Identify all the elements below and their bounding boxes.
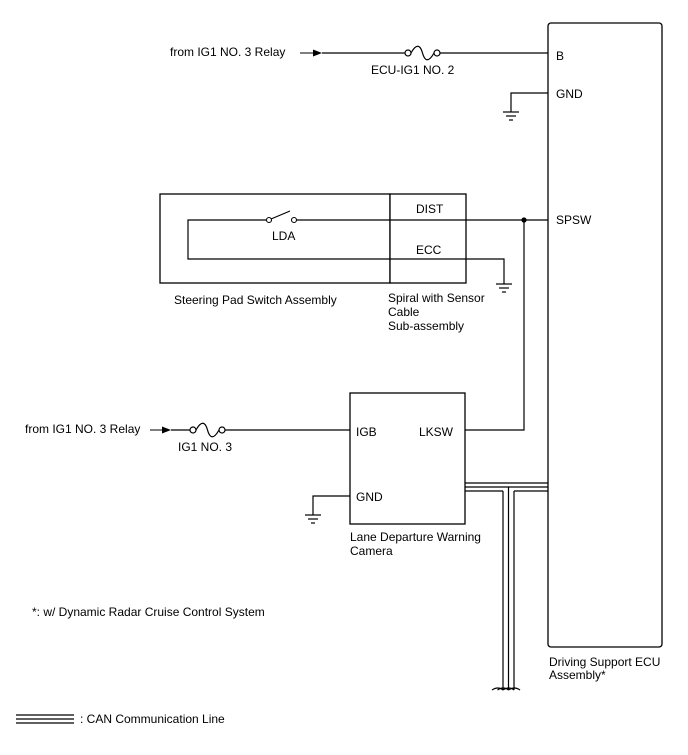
ecu-terminal-spsw: SPSW xyxy=(556,213,592,227)
lane-departure-warning-camera-box xyxy=(349,392,466,525)
footnote: *: w/ Dynamic Radar Cruise Control Syste… xyxy=(32,605,265,619)
ecu-terminal-gnd: GND xyxy=(556,87,583,101)
fuse-ecu-ig1-label: ECU-IG1 NO. 2 xyxy=(371,63,455,77)
ground-symbol-icon xyxy=(496,283,512,293)
spiral-cable-box xyxy=(389,193,467,284)
lda-switch-label: LDA xyxy=(272,229,295,243)
fuse-ig1-label: IG1 NO. 3 xyxy=(178,440,232,454)
lda-switch-icon xyxy=(265,210,298,224)
camera-label-line1: Lane Departure Warning xyxy=(350,530,481,544)
ecu-name-line2: Assembly* xyxy=(549,668,606,682)
spiral-terminal-dist: DIST xyxy=(416,202,444,216)
spiral-cable-label-line2: Cable xyxy=(388,305,420,319)
camera-label-line2: Camera xyxy=(350,544,393,558)
ground-symbol-icon xyxy=(305,514,321,524)
spiral-terminal-ecc: ECC xyxy=(416,243,442,257)
steering-pad-switch-assembly-box xyxy=(159,193,391,284)
wire-lda-loop xyxy=(187,219,505,284)
can-legend-label: : CAN Communication Line xyxy=(80,712,225,726)
fuse-ecu-ig1-icon xyxy=(404,45,441,61)
source-label-top: from IG1 NO. 3 Relay xyxy=(170,45,285,59)
source-label-bottom: from IG1 NO. 3 Relay xyxy=(25,422,140,436)
fuse-ig1-icon xyxy=(189,422,226,438)
camera-terminal-igb: IGB xyxy=(356,425,377,439)
camera-terminal-lksw: LKSW xyxy=(419,425,454,439)
driving-support-ecu-box xyxy=(547,22,663,648)
arrow-right-icon xyxy=(300,49,322,57)
wire-camera-gnd xyxy=(312,495,350,515)
can-bus-lines xyxy=(465,482,548,691)
ecu-name-line1: Driving Support ECU xyxy=(549,655,660,669)
wire-ecu-gnd xyxy=(510,92,548,112)
can-legend-icon xyxy=(16,714,74,724)
camera-terminal-gnd: GND xyxy=(356,490,383,504)
steering-pad-switch-assembly-label: Steering Pad Switch Assembly xyxy=(174,293,337,307)
ground-symbol-icon xyxy=(503,111,519,121)
spiral-cable-label-line3: Sub-assembly xyxy=(388,319,464,333)
spiral-cable-label-line1: Spiral with Sensor xyxy=(388,291,485,305)
ecu-terminal-b: B xyxy=(556,49,564,63)
wire-spsw-to-lksw xyxy=(465,220,525,431)
arrow-right-icon xyxy=(150,426,171,434)
